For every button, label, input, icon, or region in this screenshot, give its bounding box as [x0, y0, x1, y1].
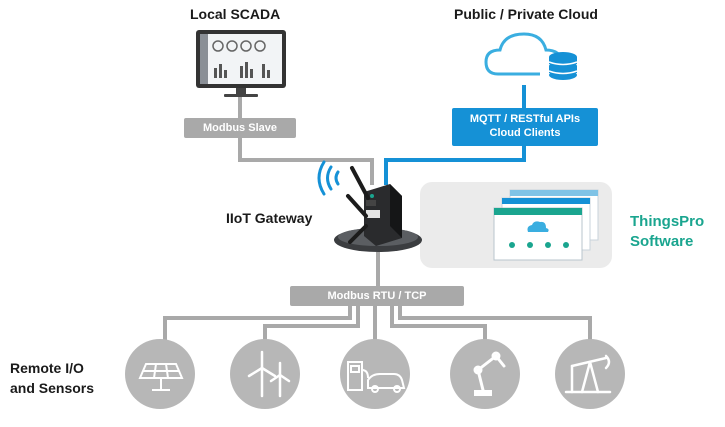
- wifi-signal-icon: [317, 160, 340, 196]
- thingspro-line2: Software: [630, 233, 694, 250]
- local-scada-title: Local SCADA: [190, 6, 281, 22]
- modbus-slave-label: Modbus Slave: [184, 118, 296, 138]
- solar-panel-icon: [138, 363, 184, 391]
- remote-io-label: Remote I/O and Sensors: [10, 358, 94, 398]
- cloud-clients-line1: MQTT / RESTful APIs: [469, 113, 581, 125]
- robot-arm-icon: [473, 351, 506, 396]
- cloud-title: Public / Private Cloud: [454, 6, 598, 22]
- remote-io-line1: Remote I/O: [10, 360, 84, 376]
- bus-lines: [163, 305, 592, 342]
- software-screens-icon: [493, 189, 599, 261]
- wind-turbine-icon: [247, 350, 291, 398]
- cloud-database-icon: [484, 32, 578, 80]
- ev-charger-icon: [347, 361, 406, 393]
- scada-monitor-icon: [196, 30, 286, 97]
- thingspro-label: ThingsPro Software: [630, 212, 704, 252]
- remote-io-line2: and Sensors: [10, 380, 95, 396]
- cloud-clients-line2: Cloud Clients: [489, 127, 561, 139]
- cloud-clients-label: MQTT / RESTful APIs Cloud Clients: [452, 108, 598, 146]
- thingspro-line1: ThingsPro: [630, 213, 705, 230]
- gateway-title: IIoT Gateway: [226, 210, 313, 226]
- oil-pump-icon: [564, 354, 612, 394]
- modbus-rtu-label: Modbus RTU / TCP: [290, 286, 464, 306]
- gateway-device-icon: [334, 166, 422, 252]
